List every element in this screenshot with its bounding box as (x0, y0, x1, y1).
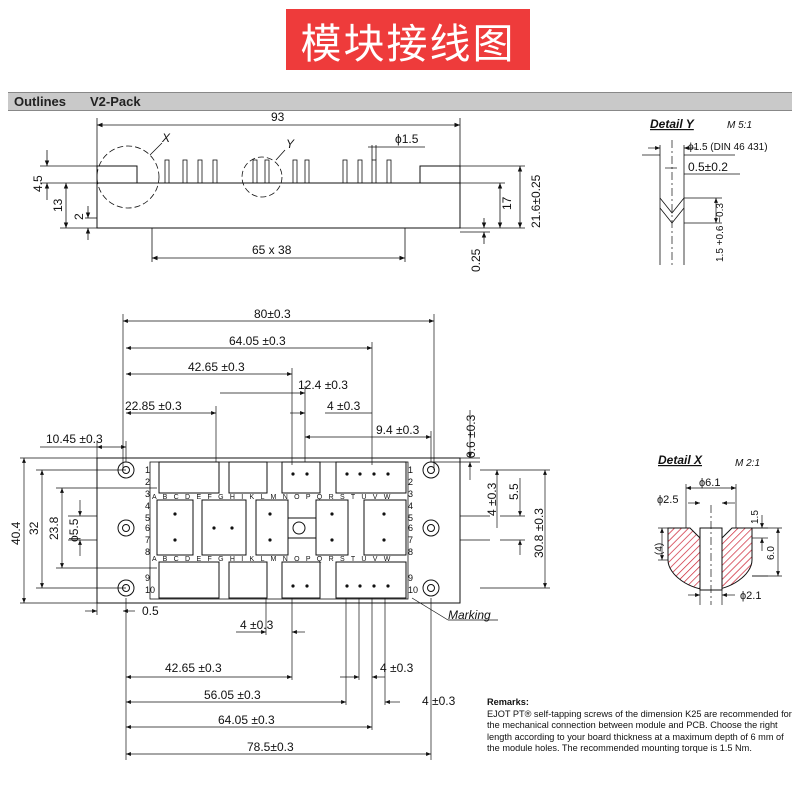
row-number-right-1: 1 (408, 465, 413, 475)
dim-42-65-top: 42.65 ±0.3 (188, 360, 245, 374)
dim-64-05-top: 64.05 ±0.3 (229, 334, 286, 348)
dim-56-05: 56.05 ±0.3 (204, 688, 261, 702)
row-number-right-6: 6 (408, 523, 413, 533)
dim-base-size: 65 x 38 (252, 243, 292, 257)
dim-17: 17 (500, 196, 514, 210)
dim-78-5: 78.5±0.3 (247, 740, 294, 754)
row-number-right-4: 4 (408, 501, 413, 511)
detail-x-h15: 1.5 (750, 510, 761, 524)
detail-y-width: 0.5±0.2 (688, 160, 728, 174)
dim-42-65-bottom: 42.65 ±0.3 (165, 661, 222, 675)
detail-y-pin-spec: ϕ1.5 (DIN 46 431) (688, 142, 768, 153)
top-view (20, 314, 550, 760)
pack-label: V2-Pack (90, 94, 141, 109)
detail-y-marker: Y (286, 137, 295, 151)
detail-x-scale: M 2:1 (735, 458, 760, 469)
detail-y-view (642, 140, 740, 268)
dim-80: 80±0.3 (254, 307, 291, 321)
dim-phi-5-5: ϕ5.5 (67, 518, 81, 542)
dim-2: 2 (72, 213, 86, 220)
detail-y-length: 1.5 +0.6 −0.3 (715, 203, 726, 262)
detail-x-d61: ϕ6.1 (699, 477, 720, 489)
dim-4-5: 4.5 (31, 175, 45, 192)
dim-pin-diameter: ϕ1.5 (395, 132, 419, 146)
outlines-label: Outlines (14, 94, 67, 109)
title-banner: 模块接线图 (286, 9, 530, 70)
row-number-right-10: 10 (408, 585, 418, 595)
pin-dots (173, 472, 390, 588)
dim-22-85: 22.85 ±0.3 (125, 399, 182, 413)
title-text: 模块接线图 (300, 19, 516, 68)
row-numbers-left: 1 2 3 4 56 7 8 9 10 (145, 465, 155, 595)
module-outline (96, 457, 461, 604)
row-number-left-2: 2 (145, 477, 150, 487)
dim-13: 13 (51, 198, 65, 212)
detail-x-h4: (4) (654, 543, 665, 555)
row-number-left-4: 4 (145, 501, 150, 511)
column-letters-mid: A B C D E F G H I K L M N O P Q R S T U … (152, 556, 393, 563)
dim-4-b2: 4 ±0.3 (380, 661, 414, 675)
row-number-left-6: 6 (145, 523, 150, 533)
detail-y-title: Detail Y (650, 117, 695, 131)
row-number-right-3: 3 (408, 489, 413, 499)
dim-12-4: 12.4 ±0.3 (298, 378, 348, 392)
row-number-left-7: 7 (145, 535, 150, 545)
dim-0-25: 0.25 (469, 248, 483, 272)
remarks-text: EJOT PT® self-tapping screws of the dime… (487, 708, 792, 754)
dim-4-right: 4 ±0.3 (485, 482, 499, 516)
row-number-right-7: 7 (408, 535, 413, 545)
outlines-header-bar: Outlines V2-Pack (8, 92, 792, 111)
dim-93: 93 (271, 110, 285, 124)
row-number-left-10: 10 (145, 585, 155, 595)
row-number-right-8: 8 (408, 547, 413, 557)
remarks-title: Remarks: (487, 697, 529, 707)
detail-x-marker: X (161, 131, 171, 145)
dim-32: 32 (27, 521, 41, 535)
dim-4-bottom: 4 ±0.3 (240, 618, 274, 632)
dim-64-05-bottom: 64.05 ±0.3 (218, 713, 275, 727)
remarks-block: Remarks: EJOT PT® self-tapping screws of… (487, 697, 792, 755)
row-number-left-9: 9 (145, 573, 150, 583)
marking-label: Marking (448, 608, 491, 622)
row-number-left-1: 1 (145, 465, 150, 475)
dim-9-4: 9.4 ±0.3 (376, 423, 420, 437)
side-housing (96, 182, 461, 229)
row-number-left-5: 5 (145, 513, 150, 523)
dim-4-top: 4 ±0.3 (327, 399, 361, 413)
dim-5-5-right: 5.5 (507, 483, 521, 500)
dim-4-b3: 4 ±0.3 (422, 694, 456, 708)
dim-0-5: 0.5 (142, 604, 159, 618)
row-numbers-right: 1 2 3 4 56 7 8 9 10 (408, 465, 418, 595)
side-view (40, 118, 525, 262)
column-letters-top: A B C D E F G H I K L M N O P Q R S T U … (152, 494, 393, 501)
detail-x-h60: 6.0 (766, 546, 777, 560)
dim-0-6: 0.6 ±0.3 (464, 414, 478, 458)
detail-y-scale: M 5:1 (727, 120, 752, 131)
row-number-right-5: 5 (408, 513, 413, 523)
dim-23-8: 23.8 (47, 516, 61, 540)
row-number-right-2: 2 (408, 477, 413, 487)
dim-40-4: 40.4 (9, 521, 23, 545)
detail-x-d21: ϕ2.1 (740, 590, 761, 602)
detail-x-view (658, 484, 782, 605)
dim-10-45: 10.45 ±0.3 (46, 432, 103, 446)
row-number-right-9: 9 (408, 573, 413, 583)
detail-x-d25: ϕ2.5 (657, 494, 678, 506)
detail-x-title: Detail X (658, 453, 703, 467)
row-number-left-8: 8 (145, 547, 150, 557)
dim-30-8: 30.8 ±0.3 (532, 508, 546, 558)
dim-21-6: 21.6±0.25 (529, 174, 543, 228)
row-number-left-3: 3 (145, 489, 150, 499)
